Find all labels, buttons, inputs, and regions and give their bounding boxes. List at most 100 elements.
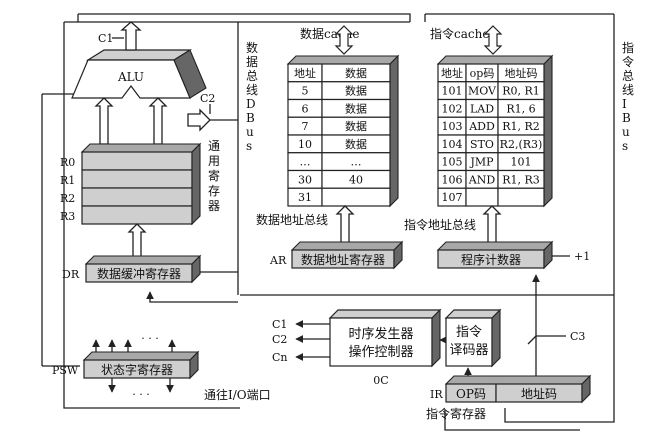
instruction-register: OP码 地址码 IR 指令寄存器 — [426, 374, 592, 421]
ar-label: AR — [269, 254, 287, 267]
alu: ALU — [71, 49, 207, 99]
data-table-cell: 7 — [302, 120, 309, 133]
instr-table-cell: LAD — [470, 102, 494, 115]
register-r2-box — [81, 187, 193, 207]
out-c1-label: C1 — [272, 318, 287, 331]
instr-table-cell: R1, R3 — [502, 173, 540, 186]
instr-cache-double-arrow — [483, 25, 503, 55]
c2-gate: C2 — [187, 92, 215, 132]
instr-table-cell: 105 — [442, 156, 463, 169]
c2-label: C2 — [200, 92, 215, 105]
instr-bus-line — [504, 14, 615, 423]
bus-to-dr-line — [146, 291, 238, 303]
c3-label: C3 — [570, 330, 585, 343]
top-bus-line — [78, 13, 411, 22]
instr-table-top-face — [436, 55, 554, 65]
ar-box-label: 数据地址寄存器 — [301, 252, 385, 267]
data-table-cell: 数据 — [345, 119, 367, 133]
instr-table-cell: MOV — [468, 85, 497, 98]
pc-box-label: 程序计数器 — [461, 252, 521, 267]
alu-output-arrow: C1 — [98, 21, 142, 51]
data-table-cell: 数据 — [345, 101, 367, 115]
register-r0-label: R0 — [60, 156, 75, 169]
register-r0-box — [81, 151, 193, 171]
ar-to-data-cache-arrow — [335, 205, 355, 245]
instr-table-cell: AND — [468, 173, 496, 186]
instr-table-cell: R0, R1 — [502, 85, 540, 98]
decoder-label-2: 译码器 — [449, 343, 488, 358]
alu-output-hollow-arrow — [120, 21, 142, 51]
alu-top-face — [85, 49, 193, 61]
reg-to-alu-right-arrow — [148, 97, 168, 145]
alu-side-face — [173, 49, 207, 99]
psw-label: PSW — [52, 364, 79, 377]
ar-side-face — [393, 240, 403, 270]
ibus-to-ir-line — [444, 410, 580, 431]
oc-label: 0C — [373, 374, 388, 387]
reg-side-face — [191, 142, 201, 226]
instr-table-cell-box — [497, 187, 545, 207]
c1-label: C1 — [98, 32, 113, 45]
ar-top-face — [290, 241, 404, 251]
c2-hollow-arrow — [187, 108, 211, 132]
dr-side-face — [191, 254, 201, 284]
oc-box — [329, 317, 433, 367]
psw-side-face — [189, 350, 199, 380]
dr-box-label: 数据缓冲寄存器 — [97, 266, 181, 281]
out-cn-label: Cn — [272, 351, 288, 364]
pc-top-face — [436, 241, 554, 251]
data-address-register: 数据地址寄存器 AR — [269, 240, 404, 270]
instruction-decoder: 指令 译码器 — [444, 308, 502, 368]
instr-table-cell: R2,(R3) — [500, 138, 543, 151]
pc-plus-one-label: +1 — [574, 250, 590, 263]
psw-box-label: 状态字寄存器 — [101, 362, 173, 377]
instr-table-cell: 104 — [442, 138, 463, 151]
io-port-label: 通往I/O端口 — [204, 387, 271, 402]
psw-top-face — [82, 351, 200, 361]
dr-label: DR — [62, 268, 80, 281]
register-r3-label: R3 — [60, 210, 75, 223]
data-table-top-face — [286, 55, 400, 65]
data-cache-double-arrow — [334, 25, 354, 55]
instr-table-cell: ADD — [468, 120, 495, 133]
ir-op-label: OP码 — [456, 387, 486, 401]
operation-controller: 时序发生器 操作控制器 0C C1 C2 Cn — [272, 308, 442, 387]
instr-table-cell: 103 — [442, 120, 463, 133]
pc-to-instr-cache-arrow — [482, 205, 502, 245]
instr-table-cell: 101 — [442, 85, 463, 98]
oc-top-face — [328, 309, 442, 319]
decoder-box — [445, 317, 493, 367]
data-table-cell: … — [300, 156, 311, 169]
program-counter: 程序计数器 +1 — [436, 240, 590, 270]
oc-side-face — [431, 308, 441, 368]
pc-side-face — [543, 240, 553, 270]
data-table-cell: 31 — [298, 191, 312, 204]
instr-table-cell: JMP — [469, 156, 494, 169]
left-feedback-line — [63, 22, 240, 409]
dr-to-reg-arrow — [127, 223, 147, 259]
data-table-cell: 数据 — [345, 137, 367, 151]
decoder-side-face — [491, 308, 501, 368]
reg-top-face — [80, 143, 202, 153]
instr-table-cell-box — [465, 187, 499, 207]
register-r1-box — [81, 169, 193, 189]
psw-register: 状态字寄存器 PSW · · · · · · 通往I/O端口 — [52, 332, 271, 402]
data-table-cell: … — [351, 156, 362, 169]
instr-table-cell: 107 — [442, 191, 463, 204]
ir-top-face — [444, 375, 592, 385]
data-table-cell: 数据 — [345, 84, 367, 98]
op-controller-label: 操作控制器 — [348, 344, 413, 360]
register-r1-label: R1 — [60, 174, 75, 187]
instr-table-cell: R1, R2 — [502, 120, 540, 133]
decoder-label-1: 指令 — [456, 325, 482, 340]
psw-bottom-dots: · · · — [132, 388, 149, 401]
instr-table-cell: 106 — [442, 173, 463, 186]
data-addr-bus-label: 数据地址总线 — [256, 212, 328, 227]
instr-table-side-face — [543, 54, 553, 208]
